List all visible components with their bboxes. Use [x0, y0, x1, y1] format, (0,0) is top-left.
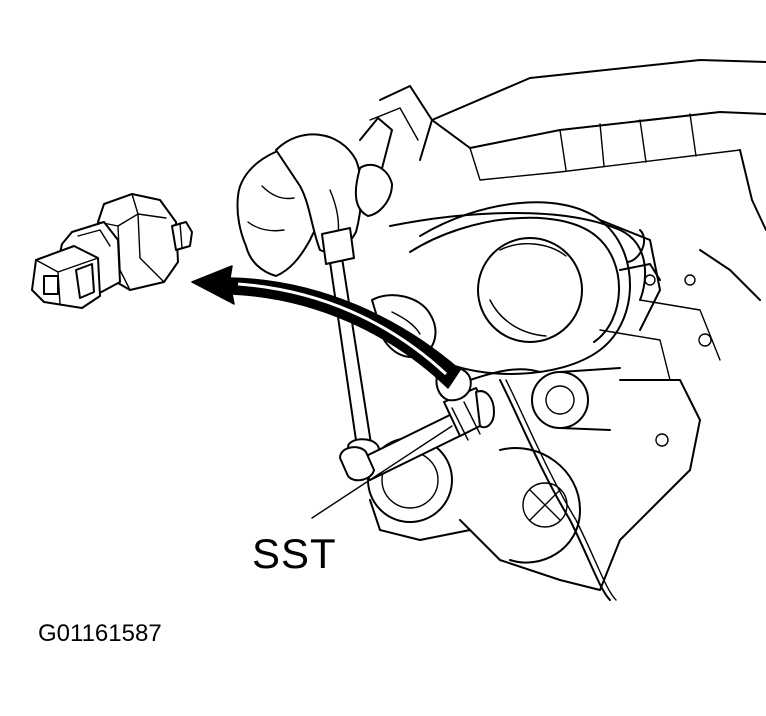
removal-arrow — [191, 265, 461, 389]
engine-block — [359, 59, 766, 591]
upper-hand — [236, 133, 393, 277]
sst-label: SST — [252, 530, 337, 577]
sst-tool — [339, 387, 495, 482]
idler-pulley — [531, 367, 621, 431]
timing-belt-cover — [409, 201, 661, 375]
callout-leader — [311, 425, 453, 519]
l-wrench — [321, 227, 387, 478]
pressure-switch — [31, 193, 193, 309]
wire-harness — [389, 212, 661, 601]
figure-id: G01161587 — [38, 620, 162, 647]
